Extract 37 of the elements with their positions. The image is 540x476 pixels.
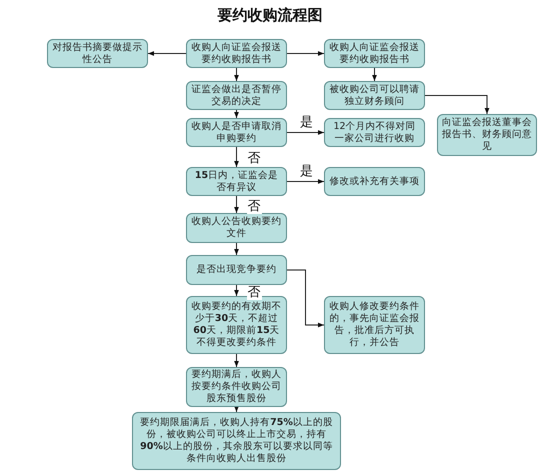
arrow — [234, 110, 239, 118]
process-box: 要约期满后，收购人按要约条件收购公司股东预售股份 — [186, 367, 287, 407]
process-box: 15日内，证监会是否有异议 — [186, 167, 287, 196]
process-box: 收购要约的有效期不少于30天，不超过60天，期限前15天不得更改要约条件 — [186, 296, 287, 354]
process-box: 收购人向证监会报送要约收购报告书 — [324, 39, 425, 68]
process-box: 是否出现竞争要约 — [186, 255, 287, 285]
process-box: 修改或补充有关事项 — [324, 167, 425, 196]
arrow — [286, 179, 324, 184]
arrow — [424, 95, 490, 114]
arrow — [234, 242, 239, 256]
edge-label: 否 — [246, 200, 262, 214]
process-box: 要约期限届满后，收购人持有75%以上的股份，被收购公司可以终止上市交易，持有90%以上的股份，其余股东可以要求以同等条件向收购人出售股份 — [132, 412, 341, 470]
arrow — [234, 196, 239, 214]
arrow — [286, 130, 324, 135]
arrow — [286, 51, 324, 56]
process-box: 收购人修改要约条件的，事先向证监会报告，批准后方可执行，并公告 — [324, 296, 425, 354]
edge-label: 是 — [299, 164, 314, 178]
arrow — [234, 354, 239, 368]
process-box: 对报告书摘要做提示性公告 — [47, 39, 148, 68]
edge-label: 否 — [246, 286, 262, 300]
process-box: 收购人向证监会报送要约收购报告书 — [186, 39, 287, 68]
process-box: 向证监会报送董事会报告书、财务顾问意见 — [437, 114, 537, 156]
process-box: 证监会做出是否暂停交易的决定 — [186, 81, 287, 110]
arrow — [234, 284, 239, 296]
process-box: 收购人是否申请取消申购要约 — [186, 118, 287, 147]
arrow — [234, 146, 239, 168]
process-box: 被收购公司可以聘请独立财务顾问 — [324, 81, 425, 110]
process-box: 收购人公告收购要约文件 — [186, 213, 287, 243]
process-box: 12个月内不得对同一家公司进行收购 — [324, 118, 425, 147]
arrow — [234, 68, 239, 82]
arrow — [148, 51, 186, 56]
arrow — [286, 270, 324, 328]
edge-label: 是 — [299, 116, 314, 130]
arrow — [372, 68, 377, 82]
diagram-title: 要约收购流程图 — [216, 6, 324, 25]
arrow — [234, 406, 239, 412]
edge-label: 否 — [246, 152, 262, 166]
